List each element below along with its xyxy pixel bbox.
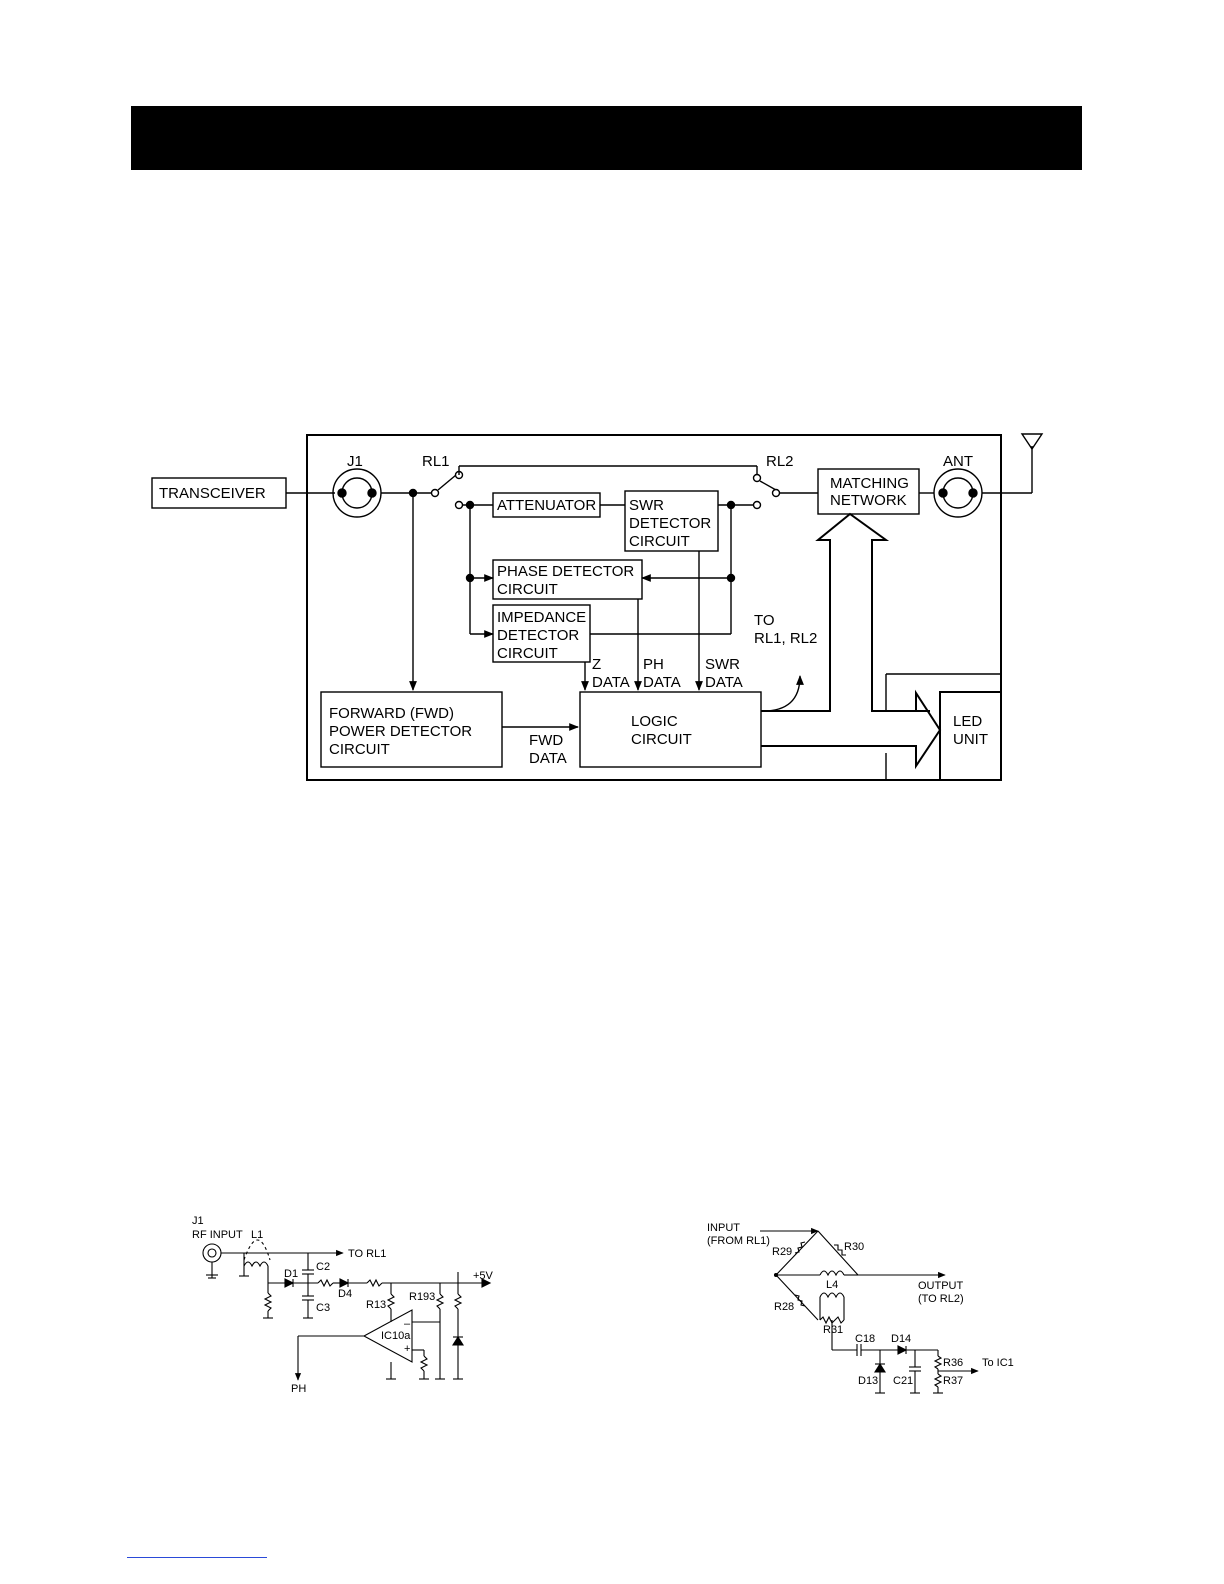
section-header-bar bbox=[131, 106, 1082, 170]
output-label-1: OUTPUT bbox=[918, 1280, 964, 1292]
to-rl1-label: TO RL1 bbox=[348, 1248, 386, 1260]
ic10a-label: IC10a bbox=[381, 1330, 411, 1342]
ph-data-label-2: DATA bbox=[643, 674, 681, 691]
z-data-label-1: Z bbox=[592, 656, 601, 673]
rl1-switch bbox=[430, 470, 464, 510]
c3-label: C3 bbox=[316, 1302, 330, 1314]
swr-data-label-2: DATA bbox=[705, 674, 743, 691]
j1-sch-label: J1 bbox=[192, 1215, 204, 1227]
matching-network-label-2: NETWORK bbox=[830, 492, 907, 509]
swr-detector-label-2: DETECTOR bbox=[629, 515, 711, 532]
ph-output-label: PH bbox=[291, 1383, 306, 1395]
to-relays-label-1: TO bbox=[754, 612, 775, 629]
opamp-minus-label: – bbox=[404, 1318, 411, 1330]
swr-detector-label-3: CIRCUIT bbox=[629, 533, 690, 550]
forward-power-detector-box bbox=[320, 691, 503, 768]
rl1-label: RL1 bbox=[422, 453, 450, 470]
led-unit-box bbox=[939, 691, 1002, 781]
input-label-1: INPUT bbox=[707, 1222, 740, 1234]
d13-label: D13 bbox=[858, 1375, 878, 1387]
r31-label: R31 bbox=[823, 1324, 843, 1336]
c21-label: C21 bbox=[893, 1375, 913, 1387]
swr-detector-label-1: SWR bbox=[629, 497, 664, 514]
d14-label: D14 bbox=[891, 1333, 911, 1345]
c2-label: C2 bbox=[316, 1261, 330, 1273]
unit-frame bbox=[306, 434, 1002, 781]
logic-to-led-arrow bbox=[761, 689, 942, 770]
schematic-phase-detector bbox=[202, 1239, 492, 1381]
plus5v-label: +5V bbox=[473, 1270, 494, 1282]
schematic-left-labels: J1 RF INPUT L1 TO RL1 C2 C3 D1 D4 R13 R1… bbox=[192, 1215, 494, 1395]
opamp-plus-label: + bbox=[404, 1343, 410, 1355]
ant-connector bbox=[933, 468, 983, 518]
impedance-detector-label-2: DETECTOR bbox=[497, 627, 579, 644]
d1-label: D1 bbox=[284, 1268, 298, 1280]
led-unit-label-1: LED bbox=[953, 713, 982, 730]
j1-label: J1 bbox=[347, 453, 363, 470]
r37-label: R37 bbox=[943, 1375, 963, 1387]
forward-detector-label-2: POWER DETECTOR bbox=[329, 723, 472, 740]
z-data-label-2: DATA bbox=[592, 674, 630, 691]
r29-label: R29 bbox=[772, 1246, 792, 1258]
attenuator-label: ATTENUATOR bbox=[497, 497, 596, 514]
impedance-detector-box bbox=[492, 604, 591, 663]
forward-detector-label-3: CIRCUIT bbox=[329, 741, 390, 758]
l1-label: L1 bbox=[251, 1229, 263, 1241]
matching-network-box bbox=[817, 468, 920, 515]
output-label-2: (TO RL2) bbox=[918, 1293, 964, 1305]
d4-label: D4 bbox=[338, 1288, 352, 1300]
swr-detector-box bbox=[624, 490, 719, 552]
to-ic1-label: To IC1 bbox=[982, 1357, 1014, 1369]
r30-label: R30 bbox=[844, 1241, 864, 1253]
r28-label: R28 bbox=[774, 1301, 794, 1313]
impedance-detector-label-3: CIRCUIT bbox=[497, 645, 558, 662]
fwd-data-label-2: DATA bbox=[529, 750, 567, 767]
block-diagram-labels: TRANSCEIVER J1 RL1 RL2 MATCHING NETWORK … bbox=[159, 453, 988, 767]
j1-connector bbox=[332, 468, 382, 518]
phase-detector-label-2: CIRCUIT bbox=[497, 581, 558, 598]
input-label-2: (FROM RL1) bbox=[707, 1235, 770, 1247]
r13-label: R13 bbox=[366, 1299, 386, 1311]
transceiver-label: TRANSCEIVER bbox=[159, 485, 266, 502]
phase-detector-box bbox=[492, 559, 643, 600]
led-unit-label-2: UNIT bbox=[953, 731, 988, 748]
fwd-data-label-1: FWD bbox=[529, 732, 563, 749]
r193-label: R193 bbox=[409, 1291, 435, 1303]
rf-input-label: RF INPUT bbox=[192, 1229, 243, 1241]
swr-data-label-1: SWR bbox=[705, 656, 740, 673]
to-relays-label-2: RL1, RL2 bbox=[754, 630, 817, 647]
antenna-icon bbox=[1020, 433, 1044, 451]
impedance-detector-label-1: IMPEDANCE bbox=[497, 609, 586, 626]
logic-label-2: CIRCUIT bbox=[631, 731, 692, 748]
schematic-right-labels: INPUT (FROM RL1) R29 R30 L4 OUTPUT (TO R… bbox=[707, 1222, 1014, 1387]
phase-detector-label-1: PHASE DETECTOR bbox=[497, 563, 634, 580]
rl2-switch bbox=[752, 473, 781, 510]
logic-to-matching-arrow bbox=[761, 512, 930, 712]
ant-label: ANT bbox=[943, 453, 973, 470]
logic-circuit-box bbox=[579, 691, 762, 768]
footer-link-rule bbox=[127, 1557, 267, 1558]
l4-label: L4 bbox=[826, 1279, 838, 1291]
matching-network-label-1: MATCHING bbox=[830, 475, 909, 492]
block-diagram bbox=[151, 433, 1044, 781]
r36-label: R36 bbox=[943, 1357, 963, 1369]
ph-data-label-1: PH bbox=[643, 656, 664, 673]
logic-label-1: LOGIC bbox=[631, 713, 678, 730]
schematic-swr-detector bbox=[760, 1227, 979, 1394]
c18-label: C18 bbox=[855, 1333, 875, 1345]
forward-detector-label-1: FORWARD (FWD) bbox=[329, 705, 454, 722]
rl2-label: RL2 bbox=[766, 453, 794, 470]
